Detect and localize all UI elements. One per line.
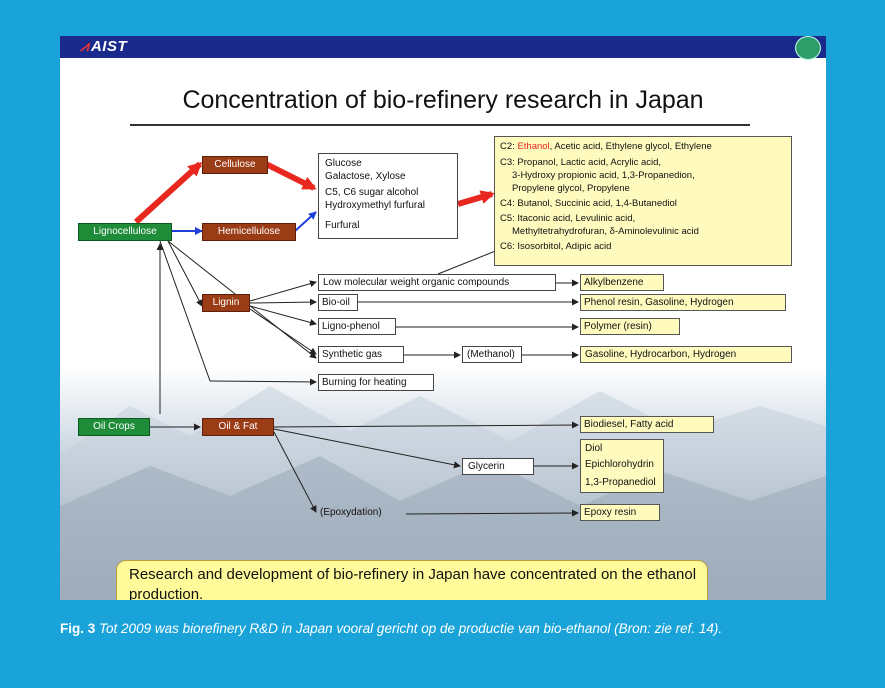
chemical-line: C3: Propanol, Lactic acid, Acrylic acid, (500, 157, 662, 168)
sugar-item: C5, C6 sugar alcohol (325, 187, 419, 198)
glycerin-product: 1,3-Propanediol (585, 477, 656, 488)
chemical-line: 3-Hydroxy propionic acid, 1,3-Propanedio… (512, 170, 695, 181)
sugar-item: Hydroxymethyl furfural (325, 200, 426, 211)
conclusion-callout: Research and development of bio-refinery… (116, 560, 708, 600)
slide: ⩘AIST Concentration of bio-refinery rese… (60, 36, 826, 600)
ethanol-highlight: Ethanol (517, 141, 550, 152)
chemical-line: C5: Itaconic acid, Levulinic acid, (500, 213, 636, 224)
chemical-line: C4: Butanol, Succinic acid, 1,4-Butanedi… (500, 198, 677, 209)
header-bar: ⩘AIST (60, 36, 826, 60)
chemical-line: Propylene glycol, Propylene (512, 183, 630, 194)
ligno-phenol-box: Ligno-phenol (318, 318, 396, 335)
chemicals-box: C2: Ethanol, Acetic acid, Ethylene glyco… (494, 136, 792, 266)
hemicellulose-box: Hemicellulose (202, 223, 296, 241)
biodiesel-box: Biodiesel, Fatty acid (580, 416, 714, 433)
flow-arrows (133, 161, 579, 517)
glycerin-box: Glycerin (462, 458, 534, 475)
bio-oil-box: Bio-oil (318, 294, 358, 311)
title-underline (130, 124, 750, 126)
synthetic-gas-box: Synthetic gas (318, 346, 404, 363)
lignocellulose-box: Lignocellulose (78, 223, 172, 241)
caption-label: Fig. 3 (60, 621, 96, 636)
chemical-line: Methyltetrahydrofuran, δ-Aminolevulinic … (512, 226, 699, 237)
methanol-box: (Methanol) (462, 346, 522, 363)
oil-fat-box: Oil & Fat (202, 418, 274, 436)
figure-caption: Fig. 3 Tot 2009 was biorefinery R&D in J… (60, 619, 830, 638)
slide-title: Concentration of bio-refinery research i… (182, 86, 704, 114)
epoxy-resin-box: Epoxy resin (580, 504, 660, 521)
glycerin-products-box: Diol Epichlorohydrin 1,3-Propanediol (580, 439, 664, 493)
polymer-box: Polymer (resin) (580, 318, 680, 335)
chemical-c2: C2: Ethanol, Acetic acid, Ethylene glyco… (500, 141, 712, 152)
gasoline-box: Gasoline, Hydrocarbon, Hydrogen (580, 346, 792, 363)
glycerin-product: Epichlorohydrin (585, 459, 654, 470)
chemical-line: C6: Isosorbitol, Adipic acid (500, 241, 612, 252)
epoxydation-label: (Epoxydation) (320, 507, 382, 518)
low-mw-compounds-box: Low molecular weight organic compounds (318, 274, 556, 291)
alkylbenzene-box: Alkylbenzene (580, 274, 664, 291)
sugar-item: Glucose (325, 158, 362, 169)
lignin-box: Lignin (202, 294, 250, 312)
emblem-icon (795, 36, 821, 60)
phenol-resin-box: Phenol resin, Gasoline, Hydrogen (580, 294, 786, 311)
cellulose-box: Cellulose (202, 156, 268, 174)
caption-text: Tot 2009 was biorefinery R&D in Japan vo… (99, 621, 723, 636)
sugars-box: Glucose Galactose, Xylose C5, C6 sugar a… (318, 153, 458, 239)
aist-logo: ⩘AIST (80, 38, 128, 55)
burning-box: Burning for heating (318, 374, 434, 391)
sugar-item: Furfural (325, 220, 360, 231)
oil-crops-box: Oil Crops (78, 418, 150, 436)
glycerin-product: Diol (585, 443, 603, 454)
sugar-item: Galactose, Xylose (325, 171, 406, 182)
